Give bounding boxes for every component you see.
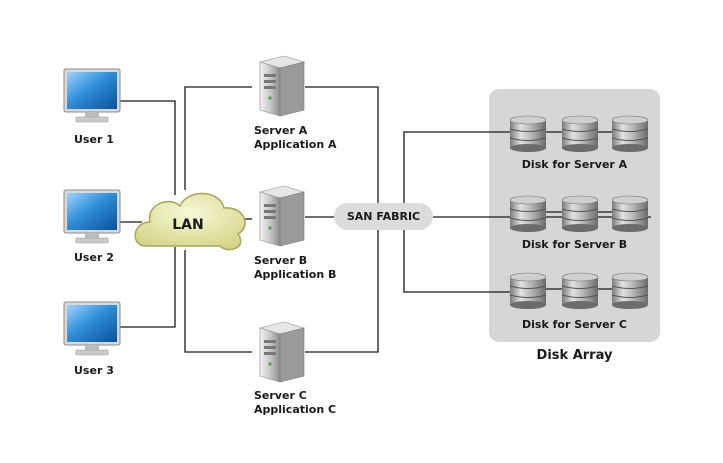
disk-icon xyxy=(561,115,599,152)
disk-group-b-label: Disk for Server B xyxy=(521,238,628,251)
disk-icon xyxy=(561,195,599,232)
lan-cloud-icon xyxy=(134,192,246,251)
server-b-name: Server B xyxy=(254,254,308,267)
monitor-icon-user1 xyxy=(63,68,121,123)
server-icon-c xyxy=(258,321,306,383)
san-fabric-node xyxy=(334,203,433,230)
disk-icon xyxy=(611,115,649,152)
disk-icon xyxy=(509,272,547,309)
monitor-icon-user3 xyxy=(63,301,121,356)
server-icon-b xyxy=(258,185,306,247)
server-b-application: Application B xyxy=(254,268,337,281)
server-icon-a xyxy=(258,55,306,117)
link-lan-serverA xyxy=(184,86,252,190)
disk-icon xyxy=(509,195,547,232)
link-san-diskC xyxy=(403,217,510,293)
connection-lines xyxy=(120,86,651,353)
disk-icon xyxy=(611,195,649,232)
link-lan-serverC xyxy=(184,250,252,353)
disk-group-c-label: Disk for Server C xyxy=(522,318,627,331)
user-3-label: User 3 xyxy=(74,364,114,377)
disk-icon xyxy=(561,272,599,309)
server-a-name: Server A xyxy=(254,124,308,137)
user-1-label: User 1 xyxy=(74,133,114,146)
link-san-diskA xyxy=(403,131,510,217)
link-user1-lan xyxy=(120,100,176,195)
monitor-icon-user2 xyxy=(63,189,121,244)
server-a-application: Application A xyxy=(254,138,337,151)
disk-group-a-label: Disk for Server A xyxy=(521,158,628,171)
disk-icon xyxy=(611,272,649,309)
san-fabric-label: SAN FABRIC xyxy=(346,210,421,223)
link-user3-lan xyxy=(120,247,176,328)
lan-label: LAN xyxy=(172,217,204,233)
server-c-application: Application C xyxy=(254,403,337,416)
disk-icon xyxy=(509,115,547,152)
disk-array-title: Disk Array xyxy=(536,348,613,363)
server-c-name: Server C xyxy=(254,389,307,402)
user-2-label: User 2 xyxy=(74,251,114,264)
